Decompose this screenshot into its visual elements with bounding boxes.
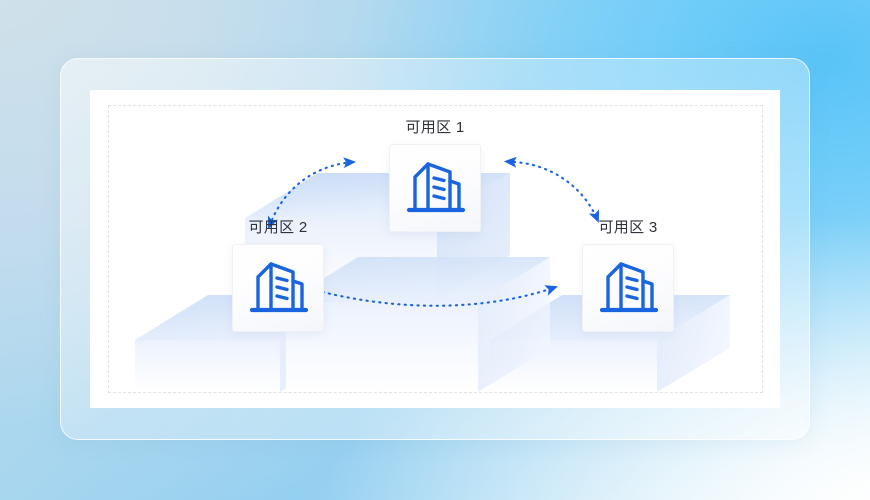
- zone-1[interactable]: 可用区 1: [365, 118, 505, 232]
- zone-1-label: 可用区 1: [405, 119, 465, 136]
- zone-3-tile[interactable]: [582, 244, 674, 332]
- zone-2-label: 可用区 2: [248, 219, 308, 236]
- diagram-board: 可用区 1 可用区 2: [90, 90, 780, 408]
- building-icon: [597, 259, 659, 317]
- zone-1-tile[interactable]: [389, 144, 481, 232]
- zone-3-label: 可用区 3: [598, 219, 658, 236]
- zone-2-tile[interactable]: [232, 244, 324, 332]
- zone-2[interactable]: 可用区 2: [208, 218, 348, 332]
- building-icon: [404, 159, 466, 217]
- zone-3[interactable]: 可用区 3: [558, 218, 698, 332]
- building-icon: [247, 259, 309, 317]
- dashed-boundary: [108, 105, 763, 393]
